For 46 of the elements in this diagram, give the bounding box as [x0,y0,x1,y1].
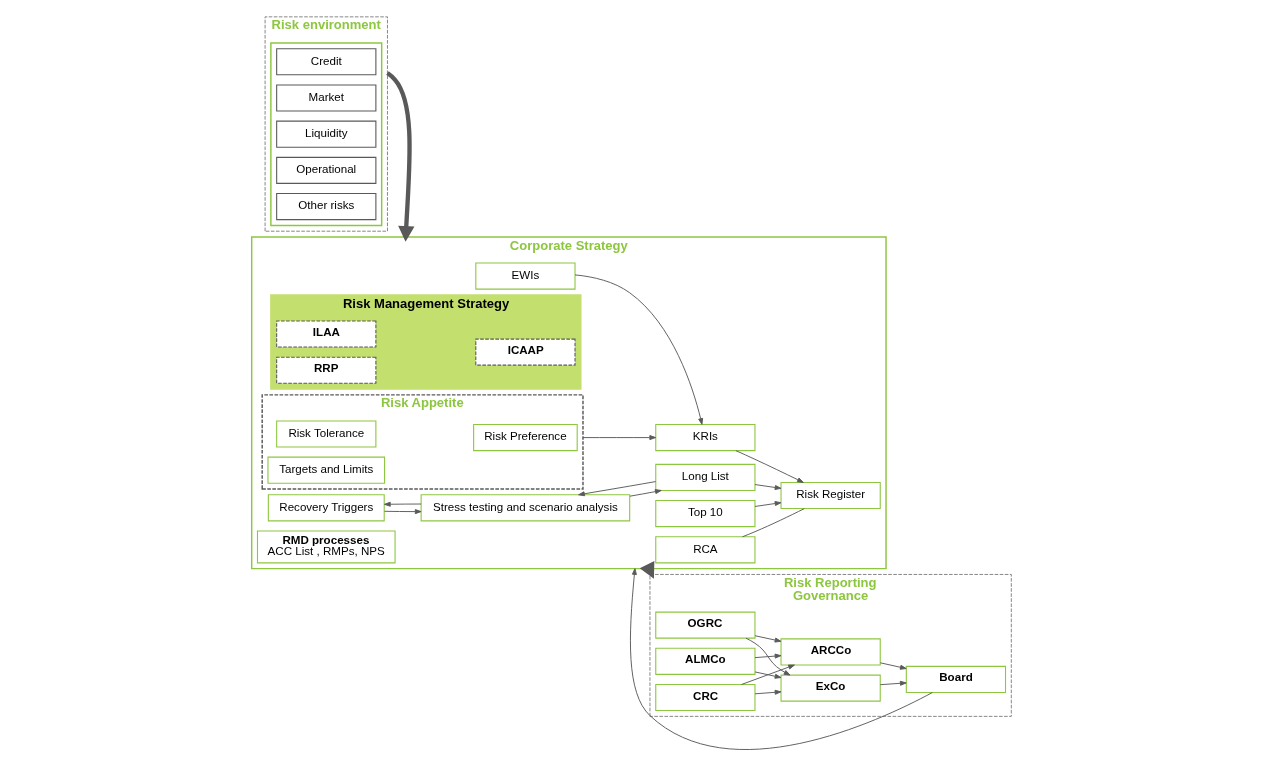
node-box: Risk Preference [473,424,578,452]
arrow [582,435,657,441]
node-box: Top 10 [655,500,756,528]
arrow [741,664,795,685]
arrow [754,501,782,507]
node-box: ICAAP [475,338,576,366]
node-box: ALMCo [655,647,756,675]
arrow [574,274,704,425]
node-box: Long List [655,463,756,491]
node-box: Board [905,665,1007,694]
arrow [578,481,657,497]
connector [742,508,805,538]
node-box: Other risks [276,193,377,221]
node-box: Recovery Triggers [267,494,385,522]
node-box: Liquidity [276,120,377,148]
arrow [383,509,422,515]
arrow [745,637,791,676]
node-box: Stress testing and scenario analysis [420,494,631,522]
arrow [879,662,907,670]
node-box: Risk Tolerance [276,420,377,448]
arrow [629,489,662,497]
cluster [270,42,383,227]
node-box: Targets and Limits [267,456,386,484]
node-box: EWIs [475,262,576,290]
arrow [754,635,782,643]
arrow [754,484,782,490]
node-box: Credit [276,48,377,76]
arrow [879,680,907,686]
arrow [386,71,415,242]
node-box: Market [276,84,377,112]
node-box: KRIs [655,424,756,452]
node-box: Operational [276,156,377,184]
arrow [754,671,782,679]
node-box: RCA [655,536,756,564]
arrow [754,653,782,659]
arrow [735,450,804,483]
node-box: ExCo [780,674,881,702]
arrow [383,501,422,507]
node-box: ILAA [276,320,377,348]
arrow [754,689,782,695]
node-box: ARCCo [780,638,881,666]
node-box: CRC [655,683,756,712]
node-box: RRP [276,356,377,384]
node-box: RMD processes ACC List , RMPs, NPS [256,530,396,564]
node-box: Risk Register [780,481,881,510]
node-box: OGRC [655,611,756,639]
